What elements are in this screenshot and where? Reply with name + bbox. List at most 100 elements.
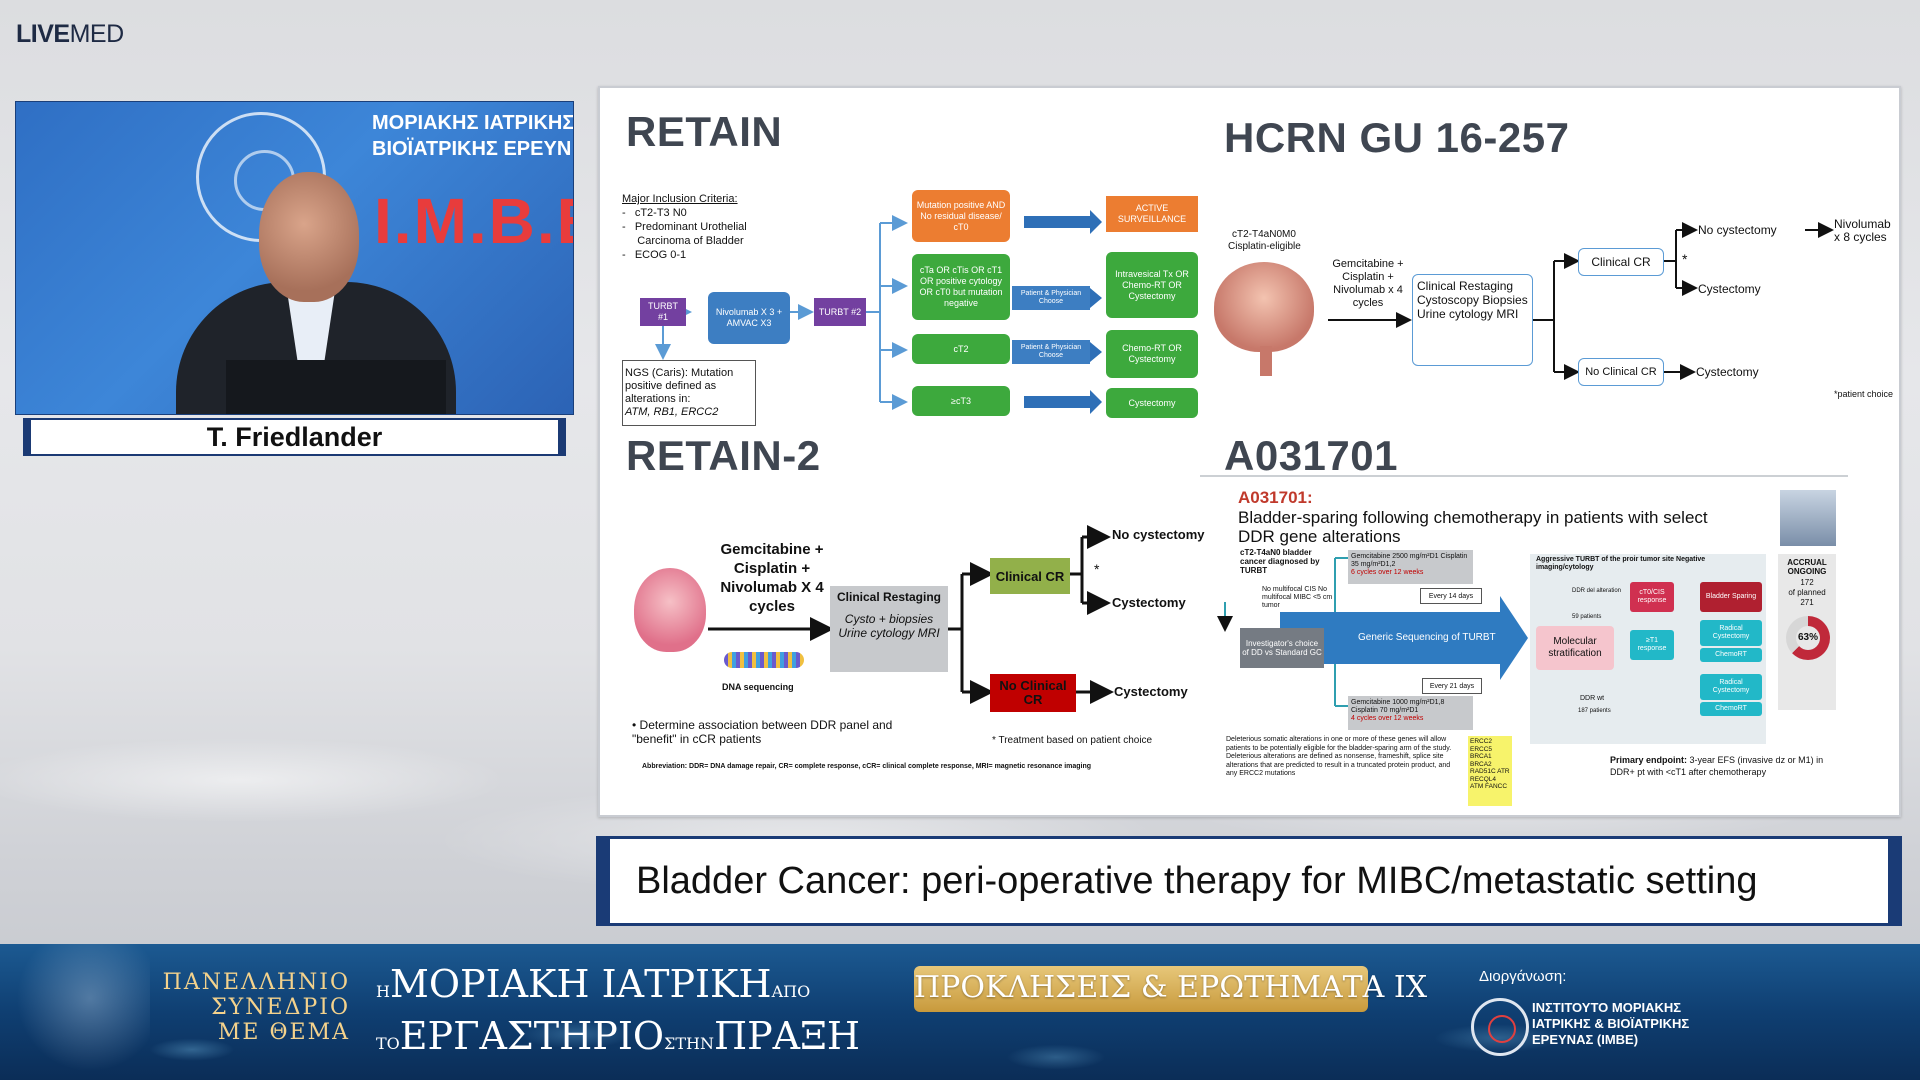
a031701-investigator: Investigator's choice of DD vs Standard … (1240, 628, 1324, 668)
retain-ct2-box: cT2 (912, 334, 1010, 364)
hcrn-clinical-cr: Clinical CR (1578, 248, 1664, 276)
a031701-every21: Every 21 days (1422, 678, 1482, 694)
hcrn-stage: cT2-T4aN0M0 (1232, 229, 1296, 240)
hcrn-eligible: Cisplatin-eligible (1228, 241, 1301, 252)
retain2-no-clinical-cr: No Clinical CR (990, 674, 1076, 712)
retain2-title: RETAIN-2 (626, 432, 821, 479)
retain-patient-choice-1: Patient & Physician Choose (1012, 286, 1090, 310)
hcrn-no-clinical-cr: No Clinical CR (1578, 358, 1664, 386)
a031701-187-patients: 187 patients (1578, 708, 1611, 714)
a031701-endpoint: Primary endpoint: 3-year EFS (invasive d… (1610, 755, 1824, 777)
hcrn-nivolumab-8: Nivolumab x 8 cycles (1834, 217, 1891, 244)
a031701-radical-1: Radical Cystectomy (1700, 620, 1762, 646)
retain-ngs-box: NGS (Caris): Mutation positive defined a… (622, 360, 756, 426)
a031701-accrual-of: of planned (1788, 588, 1826, 597)
hcrn-cystectomy-2: Cystectomy (1696, 365, 1759, 379)
retain-turbt1: TURBT #1 (640, 298, 686, 326)
a031701-59-patients: 59 patients (1572, 614, 1602, 620)
retain-title: RETAIN (626, 108, 783, 155)
banner-theme: ΜΕ ΘΕΜΑ (217, 1020, 350, 1045)
a031701-title: A031701 (1224, 432, 1398, 479)
banner-headline-1: ΗΜΟΡΙΑΚΗ ΙΑΤΡΙΚΗΑΠΟ (376, 962, 811, 1006)
accrual-percent: 63% (1797, 632, 1818, 643)
a031701-population: cT2-T4aN0 bladder cancer diagnosed by TU… (1240, 548, 1320, 575)
conference-banner: ΠΑΝΕΛΛΗΝΙΟ ΣΥΝΕΔΡΙΟ ΜΕ ΘΕΜΑ ΗΜΟΡΙΑΚΗ ΙΑΤ… (0, 944, 1920, 1080)
a031701-header: A031701: Bladder-sparing following chemo… (1238, 488, 1708, 546)
a031701-std-regimen: Gemcitabine 1000 mg/m²D1,8 Cisplatin 70 … (1348, 696, 1473, 730)
a031701-aggressive: Aggressive TURBT of the proir tumor site… (1536, 556, 1706, 571)
a031701-chemort-2: ChemoRT (1700, 702, 1762, 716)
retain2-star: * (1094, 561, 1100, 577)
a031701-ddr-del: DDR del alteration (1572, 588, 1622, 594)
retain-patient-choice-2: Patient & Physician Choose (1012, 340, 1090, 364)
a031701-chemort-1: ChemoRT (1700, 648, 1762, 662)
a031701-t1-response: ≥T1 response (1630, 630, 1674, 660)
retain-criteria-1: - cT2-T3 N0 (622, 207, 687, 219)
hcrn-regimen: Gemcitabine + Cisplatin + Nivolumab x 4 … (1332, 258, 1404, 309)
bladder-urethra-icon (1260, 346, 1272, 376)
banner-headline-2: ΤΟΕΡΓΑΣΤΗΡΙΟΣΤΗΝΠΡΑΞΗ (376, 1014, 860, 1058)
institute-acronym: I.M.B.E (374, 185, 573, 257)
bladder-illustration-2-icon (634, 568, 706, 652)
a031701-bladder-sparing: Bladder Sparing (1700, 582, 1762, 612)
hcrn-restaging-box: Clinical Restaging Cystoscopy Biopsies U… (1412, 274, 1533, 366)
retain2-regimen: Gemcitabine + Cisplatin + Nivolumab X 4 … (720, 541, 824, 615)
banner-wave-decoration (0, 1004, 1920, 1080)
retain-intravesical-box: Intravesical Tx OR Chemo-RT OR Cystectom… (1106, 252, 1198, 318)
retain-criteria-heading: Major Inclusion Criteria: (622, 193, 738, 205)
a031701-ddr-wt: DDR wt (1580, 695, 1605, 702)
a031701-criteria: No multifocal CIS No multifocal MIBC <5 … (1262, 586, 1333, 609)
presentation-slide: RETAIN Major Inclusion Criteria: - cT2-T… (598, 86, 1901, 817)
retain2-restaging-box: Clinical Restaging Cysto + biopsies Urin… (830, 586, 948, 672)
hcrn-title: HCRN GU 16-257 (1224, 114, 1570, 161)
retain2-no-cystectomy: No cystectomy (1112, 527, 1205, 542)
slide-caption: Bladder Cancer: peri-operative therapy f… (596, 836, 1902, 926)
investigator-photo (1780, 490, 1836, 546)
a031701-ct0-response: cT0/CIS response (1630, 582, 1674, 612)
accrual-donut-hole (1796, 626, 1820, 650)
retain2-clinical-cr: Clinical CR (990, 558, 1070, 594)
a031701-every14: Every 14 days (1420, 588, 1482, 604)
retain-chemort-box: Chemo-RT OR Cystectomy (1106, 330, 1198, 378)
hcrn-note: *patient choice (1834, 389, 1894, 399)
retain2-bullet: • Determine association between DDR pane… (632, 718, 893, 746)
retain-ct3-box: ≥cT3 (912, 386, 1010, 416)
a031701-radical-2: Radical Cystectomy (1700, 674, 1762, 700)
a031701-dd-regimen: Gemcitabine 2500 mg/m²D1 Cisplatin 35 mg… (1348, 550, 1473, 584)
imbe-logo-icon (1471, 998, 1529, 1056)
retain-turbt2: TURBT #2 (814, 298, 866, 326)
a031701-accrual-count: 172 (1800, 578, 1814, 587)
a031701-generic: Generic Sequencing of TURBT (1358, 632, 1496, 643)
retain-criteria-2: - Predominant Urothelial (622, 221, 747, 233)
speaker-video[interactable]: ΜΟΡΙΑΚΗΣ ΙΑΤΡΙΚΗΣ ΒΙΟΪΑΤΡΙΚΗΣ ΕΡΕΥΝ I.M.… (15, 101, 574, 415)
a031701-deleterious: Deleterious somatic alterations in one o… (1226, 736, 1452, 777)
retain2-note: * Treatment based on patient choice (992, 735, 1153, 746)
retain-cta-box: cTa OR cTis OR cT1 OR positive cytology … (912, 254, 1010, 320)
a031701-accrual: ACCRUAL ONGOING (1787, 558, 1827, 576)
retain-nivolumab-box: Nivolumab X 3 + AMVAC X3 (708, 292, 790, 344)
laptop (226, 360, 446, 414)
retain2-abbrev: Abbreviation: DDR= DNA damage repair, CR… (642, 763, 1092, 770)
dna-helix-icon (724, 652, 804, 668)
hcrn-no-cystectomy: No cystectomy (1698, 223, 1777, 237)
banner-panhellenic: ΠΑΝΕΛΛΗΝΙΟ (162, 970, 350, 995)
banner-challenges-pill: ΠΡΟΚΛΗΣΕΙΣ & ΕΡΩΤΗΜΑΤΑ IX (914, 966, 1427, 1012)
organizer-label: Διοργάνωση: (1479, 968, 1567, 985)
organizer-name: ΙΝΣΤΙΤΟΥΤΟ ΜΟΡΙΑΚΗΣ ΙΑΤΡΙΚΗΣ & ΒΙΟΪΑΤΡΙΚ… (1532, 1000, 1690, 1047)
bladder-illustration-icon (1214, 262, 1314, 352)
hcrn-star: * (1682, 251, 1688, 267)
retain-criteria-3: Carcinoma of Bladder (622, 235, 744, 247)
speaker-name: T. Friedlander (23, 418, 566, 456)
a031701-genes: ERCC2 ERCC5 BRCA1 BRCA2 RAD51C ATR RECQL… (1468, 736, 1512, 806)
institute-name-line2: ΒΙΟΪΑΤΡΙΚΗΣ ΕΡΕΥΝ (372, 138, 572, 160)
retain2-dna-seq: DNA sequencing (722, 682, 794, 692)
hcrn-cystectomy-1: Cystectomy (1698, 282, 1761, 296)
statue-image (0, 944, 150, 1080)
banner-congress: ΣΥΝΕΔΡΙΟ (211, 995, 350, 1020)
institute-name-line1: ΜΟΡΙΑΚΗΣ ΙΑΤΡΙΚΗΣ (372, 112, 574, 134)
a031701-molecular: Molecular stratification (1536, 626, 1614, 670)
a031701-accrual-total: 271 (1800, 598, 1814, 607)
livemed-logo: LIVEMED (16, 20, 124, 48)
retain2-cystectomy-2: Cystectomy (1114, 684, 1188, 699)
retain-criteria-4: - ECOG 0-1 (622, 249, 687, 261)
